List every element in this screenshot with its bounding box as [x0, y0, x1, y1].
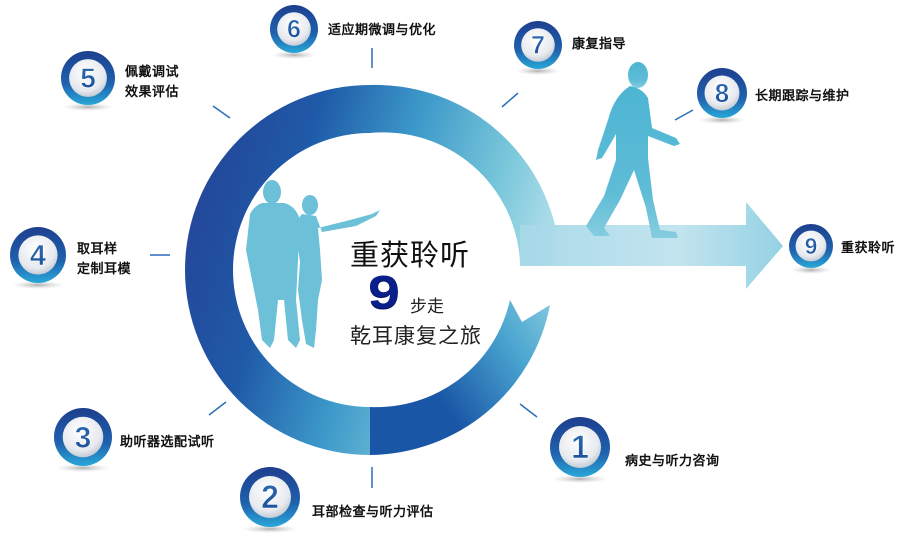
step-6-label: 适应期微调与优化: [328, 21, 436, 41]
step-8-label-line: 长期跟踪与维护: [755, 89, 850, 104]
step-7-label: 康复指导: [572, 35, 626, 55]
step-4-label-line-1: 取耳样: [77, 242, 118, 257]
center-step-suffix: 步走: [410, 297, 444, 317]
step-number: 9: [805, 233, 818, 259]
step-1-label: 病史与听力咨询: [625, 452, 720, 472]
right-arrow-icon: [520, 202, 783, 289]
connector-ticks: [150, 48, 694, 488]
journey-ring: [185, 84, 555, 455]
step-9-label: 重获聆听: [841, 239, 895, 259]
step-5-label: 佩戴调试 效果评估: [125, 63, 179, 103]
step-4-label-line-2: 定制耳模: [77, 262, 132, 277]
step-2-label-line: 耳部检查与听力评估: [312, 505, 434, 520]
step-5-label-line-2: 效果评估: [125, 85, 180, 100]
step-8-badge-icon: 8: [697, 68, 747, 124]
step-number: 2: [261, 479, 279, 515]
step-number: 4: [30, 240, 46, 272]
center-subtitle: 乾耳康复之旅: [350, 324, 482, 348]
step-3-badge-icon: 3: [54, 408, 112, 472]
walking-man-silhouette-icon: [586, 62, 680, 238]
step-number: 5: [80, 63, 96, 94]
step-3-label-line: 助听器选配试听: [120, 435, 215, 450]
step-4-label: 取耳样 定制耳模: [77, 240, 131, 280]
couple-silhouette-icon: [246, 180, 380, 348]
center-title: 重获聆听: [350, 238, 471, 272]
step-1-label-line: 病史与听力咨询: [625, 454, 720, 469]
step-9-label-line: 重获聆听: [841, 241, 896, 256]
step-7-badge-icon: 7: [514, 21, 562, 75]
step-6-badge-icon: 6: [270, 5, 318, 59]
step-9-badge-icon: 9: [789, 224, 833, 274]
step-1-badge-icon: 1: [550, 417, 610, 483]
step-5-label-line-1: 佩戴调试: [125, 65, 180, 80]
step-7-label-line: 康复指导: [572, 37, 627, 52]
step-number: 8: [715, 78, 729, 108]
step-number: 3: [75, 421, 92, 454]
step-3-label: 助听器选配试听: [120, 433, 215, 453]
step-6-label-line: 适应期微调与优化: [328, 23, 437, 38]
step-number: 1: [571, 429, 589, 465]
step-4-badge-icon: 4: [10, 227, 66, 289]
step-2-label: 耳部检查与听力评估: [312, 503, 434, 523]
step-2-badge-icon: 2: [240, 467, 300, 533]
step-number: 6: [287, 16, 301, 44]
step-number: 7: [531, 32, 545, 60]
center-step-count: 9: [368, 266, 400, 318]
step-5-badge-icon: 5: [61, 51, 115, 111]
step-8-label: 长期跟踪与维护: [755, 87, 850, 107]
